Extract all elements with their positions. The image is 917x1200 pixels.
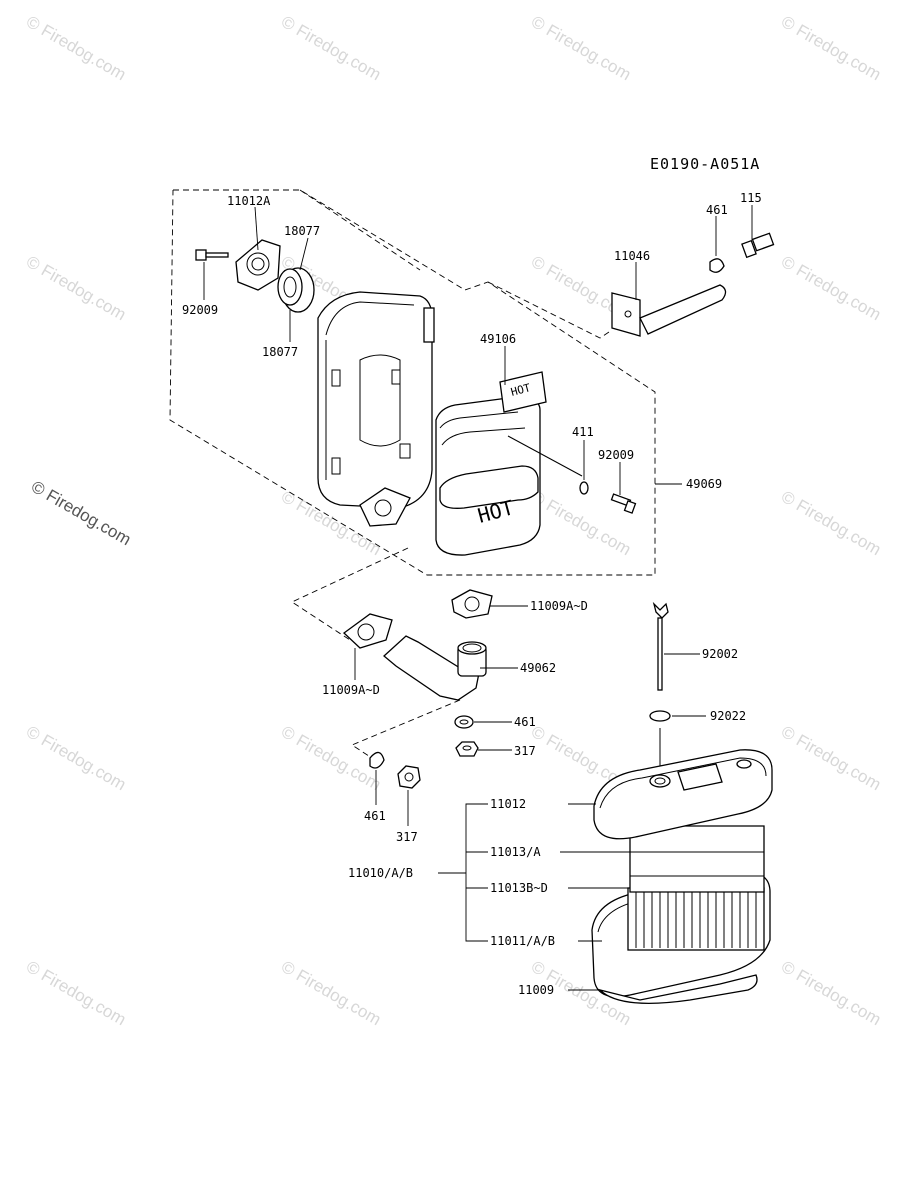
hot-stamp-top: HOT bbox=[509, 381, 532, 399]
label-11012: 11012 bbox=[490, 797, 526, 811]
exhaust-pipe bbox=[383, 635, 487, 701]
label-11011AB: 11011/A/B bbox=[490, 934, 555, 948]
heat-shield: HOT HOT bbox=[435, 371, 583, 556]
label-317-bottom: 317 bbox=[396, 830, 418, 844]
washer-92022 bbox=[649, 710, 671, 722]
filter-pleats bbox=[635, 890, 757, 948]
label-411: 411 bbox=[572, 425, 594, 439]
air-cleaner-group bbox=[591, 601, 773, 1004]
muffler-body bbox=[317, 291, 435, 509]
label-92009-right: 92009 bbox=[598, 448, 634, 462]
label-18077-top: 18077 bbox=[284, 224, 320, 238]
watermark: © Firedog.com bbox=[778, 487, 884, 559]
muffler-flange bbox=[359, 487, 411, 527]
watermark: © Firedog.com bbox=[23, 722, 129, 794]
watermark: © Firedog.com bbox=[23, 252, 129, 324]
label-317-mid: 317 bbox=[514, 744, 536, 758]
filter-element bbox=[627, 887, 765, 951]
watermark: © Firedog.com bbox=[528, 12, 634, 84]
watermark: © Firedog.com bbox=[23, 957, 129, 1029]
muffler-enclosure-lines bbox=[169, 189, 656, 576]
label-49062: 49062 bbox=[520, 661, 556, 675]
label-92009-left: 92009 bbox=[182, 303, 218, 317]
label-11013BD: 11013B~D bbox=[490, 881, 548, 895]
exhaust-gasket-top bbox=[451, 589, 493, 619]
watermark: © Firedog.com bbox=[278, 722, 384, 794]
muffler-group: HOT HOT bbox=[169, 189, 775, 576]
gasket-plate bbox=[235, 239, 281, 291]
bracket bbox=[611, 284, 727, 337]
watermark: © Firedog.com bbox=[778, 252, 884, 324]
label-11010AB: 11010/A/B bbox=[348, 866, 413, 880]
bolt-left bbox=[195, 249, 229, 261]
label-115: 115 bbox=[740, 191, 762, 205]
label-461-mid: 461 bbox=[514, 715, 536, 729]
label-461-top: 461 bbox=[706, 203, 728, 217]
diagram-code: E0190-A051A bbox=[650, 155, 760, 173]
label-11009AD-left: 11009A~D bbox=[322, 683, 380, 697]
bolt-115 bbox=[741, 232, 775, 259]
stud-92002 bbox=[652, 601, 669, 691]
air-cleaner-cover bbox=[593, 749, 773, 840]
bolt-right bbox=[610, 493, 637, 514]
watermark: © Firedog.com bbox=[278, 957, 384, 1029]
label-11009AD-top: 11009A~D bbox=[530, 599, 588, 613]
grommet bbox=[277, 267, 315, 313]
watermark: © Firedog.com bbox=[23, 12, 129, 84]
lock-washer-bottom bbox=[369, 751, 385, 769]
label-11012A: 11012A bbox=[227, 194, 271, 208]
leader-lines bbox=[203, 205, 753, 991]
label-11009: 11009 bbox=[518, 983, 554, 997]
label-49106: 49106 bbox=[480, 332, 516, 346]
foam-precleaner bbox=[629, 825, 765, 893]
label-92002: 92002 bbox=[702, 647, 738, 661]
label-92022: 92022 bbox=[710, 709, 746, 723]
part-labels: 11012A 18077 92009 18077 115 461 11046 4… bbox=[182, 191, 762, 997]
label-11046: 11046 bbox=[614, 249, 650, 263]
watermark: © Firedog.com bbox=[778, 12, 884, 84]
label-11013A: 11013/A bbox=[490, 845, 541, 859]
watermark: © Firedog.com bbox=[278, 12, 384, 84]
washer-411 bbox=[579, 481, 589, 495]
label-49069: 49069 bbox=[686, 477, 722, 491]
watermark-dark: © Firedog.com bbox=[28, 477, 134, 549]
label-18077-bottom: 18077 bbox=[262, 345, 298, 359]
lock-washer-mid bbox=[454, 715, 474, 729]
lock-washer-top bbox=[709, 258, 725, 273]
exhaust-group bbox=[291, 547, 493, 789]
watermark: © Firedog.com bbox=[778, 722, 884, 794]
nut-bottom bbox=[397, 765, 421, 789]
label-461-bottom: 461 bbox=[364, 809, 386, 823]
nut-mid bbox=[455, 741, 479, 757]
watermark: © Firedog.com bbox=[778, 957, 884, 1029]
exhaust-gasket-left bbox=[342, 613, 393, 649]
